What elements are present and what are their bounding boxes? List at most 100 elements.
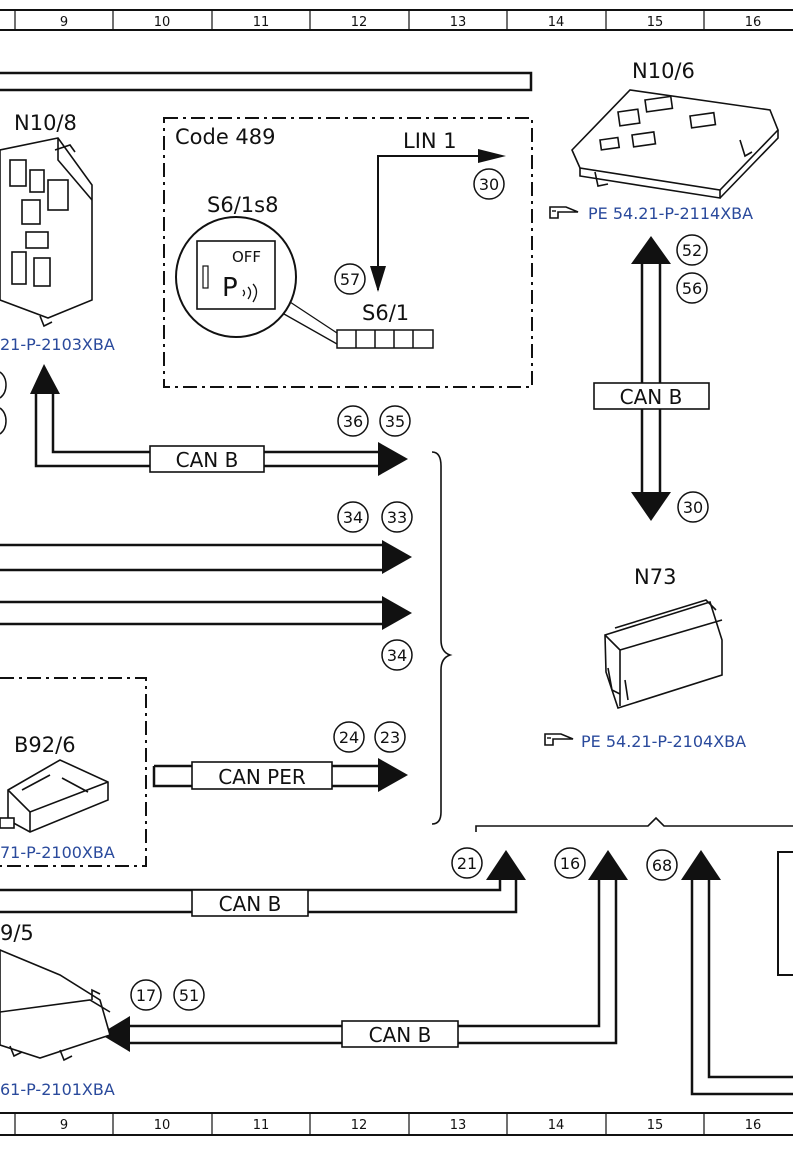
n10-6-illustration bbox=[571, 89, 779, 199]
svg-text:34: 34 bbox=[343, 508, 363, 527]
bottom-ruler-col-12: 12 bbox=[351, 1118, 368, 1133]
circled-21: 21 bbox=[451, 847, 483, 879]
circled-23: 23 bbox=[374, 721, 406, 753]
circled-30-lin: 30 bbox=[473, 168, 505, 200]
b92-6-illustration bbox=[0, 759, 109, 833]
can-b-bottom-label: CAN B bbox=[369, 1023, 432, 1047]
b92-6-label: B92/6 bbox=[14, 733, 76, 757]
top-bus-line bbox=[0, 71, 533, 92]
sound-waves-icon bbox=[242, 283, 258, 303]
circled-17: 17 bbox=[130, 979, 162, 1011]
bottom-ruler-col-11: 11 bbox=[253, 1118, 270, 1133]
circled-34-row3: 34 bbox=[381, 639, 413, 671]
s6-1-label: S6/1 bbox=[362, 301, 409, 325]
can-per-line: CAN PER bbox=[152, 758, 408, 792]
up-arrow-21: CAN B bbox=[0, 850, 526, 917]
bottom-ruler-col-15: 15 bbox=[647, 1118, 664, 1133]
svg-text:33: 33 bbox=[387, 508, 407, 527]
svg-text:24: 24 bbox=[339, 728, 359, 747]
circled-24: 24 bbox=[333, 721, 365, 753]
can-b-lower-label: CAN B bbox=[219, 892, 282, 916]
ruler-col-10: 10 bbox=[154, 15, 171, 30]
ruler-col-15: 15 bbox=[647, 15, 664, 30]
bottom-ruler-col-10: 10 bbox=[154, 1118, 171, 1133]
circled-36: 36 bbox=[337, 405, 369, 437]
left-arrowhead bbox=[100, 1016, 130, 1052]
b92-6-box: B92/6 71-P-2100XBA bbox=[0, 677, 147, 867]
bottom-left-label: 9/5 bbox=[0, 921, 34, 945]
n10-6-label: N10/6 bbox=[632, 59, 695, 83]
circled-57: 57 bbox=[334, 263, 366, 295]
s6-1-connector bbox=[336, 329, 434, 349]
can-b-vertical-label: CAN B bbox=[620, 385, 683, 409]
svg-text:30: 30 bbox=[683, 498, 703, 517]
n10-6-reference[interactable]: PE 54.21-P-2114XBA bbox=[588, 204, 753, 223]
n10-8-label: N10/8 bbox=[14, 111, 77, 135]
up-arrow-68 bbox=[681, 850, 793, 1096]
ruler-col-9: 9 bbox=[60, 15, 68, 30]
circled-30-n73: 30 bbox=[677, 491, 709, 523]
bottom-left-module: 9/5 61-P-2101XBA bbox=[0, 921, 115, 1099]
bottom-ruler-col-9: 9 bbox=[60, 1118, 68, 1133]
switch-off-text: OFF bbox=[232, 248, 261, 266]
can-b-bottom-box bbox=[341, 1020, 459, 1048]
svg-text:57: 57 bbox=[340, 270, 360, 289]
row-3-arrowhead bbox=[382, 596, 412, 630]
can-b-right-arrowhead bbox=[378, 442, 408, 476]
svg-text:35: 35 bbox=[385, 412, 405, 431]
n73-down-arrowhead bbox=[631, 492, 671, 521]
bottom-left-reference[interactable]: 61-P-2101XBA bbox=[0, 1080, 115, 1099]
lin-1-label: LIN 1 bbox=[403, 129, 457, 153]
n73-illustration bbox=[604, 599, 723, 710]
circled-68: 68 bbox=[646, 849, 678, 881]
n10-8-module: N10/8 21-P-2103XBA bbox=[0, 111, 115, 435]
svg-text:52: 52 bbox=[682, 241, 702, 260]
right-edge-component bbox=[777, 851, 793, 976]
svg-text:36: 36 bbox=[343, 412, 363, 431]
n10-8-up-arrowhead bbox=[30, 364, 60, 394]
can-b-n10-8-line: CAN B bbox=[30, 364, 408, 476]
circled-34-row2: 34 bbox=[337, 501, 369, 533]
n10-8-illustration bbox=[0, 137, 93, 328]
circled-51: 51 bbox=[173, 979, 205, 1011]
code-489-box: Code 489 LIN 1 30 57 S6/1 S6/1s8 OFF P bbox=[163, 117, 533, 388]
svg-text:23: 23 bbox=[380, 728, 400, 747]
bottom-ruler: 9 10 11 12 13 14 15 16 bbox=[0, 1112, 793, 1136]
svg-text:34: 34 bbox=[387, 646, 407, 665]
bottom-left-illustration bbox=[0, 949, 111, 1062]
circled-35: 35 bbox=[379, 405, 411, 437]
svg-text:68: 68 bbox=[652, 856, 672, 875]
code-489-label: Code 489 bbox=[175, 125, 276, 149]
n10-8-reference[interactable]: 21-P-2103XBA bbox=[0, 335, 115, 354]
ruler-col-14: 14 bbox=[548, 15, 565, 30]
bottom-ruler-col-13: 13 bbox=[450, 1118, 467, 1133]
circled-16: 16 bbox=[554, 847, 586, 879]
row-2-line bbox=[0, 540, 412, 574]
ruler-col-12: 12 bbox=[351, 15, 368, 30]
lin-in-arrowhead bbox=[370, 266, 386, 292]
circled-33: 33 bbox=[381, 501, 413, 533]
n10-8-partial-circle-top bbox=[0, 371, 7, 399]
up-arrow-16: CAN B bbox=[100, 850, 628, 1052]
can-b-vertical-box bbox=[593, 382, 710, 410]
pointing-hand-icon bbox=[544, 733, 574, 746]
bottom-ruler-col-16: 16 bbox=[745, 1118, 762, 1133]
row-3-line bbox=[0, 596, 412, 630]
svg-text:56: 56 bbox=[682, 279, 702, 298]
b92-6-reference[interactable]: 71-P-2100XBA bbox=[0, 843, 115, 862]
s6-1s8-label: S6/1s8 bbox=[207, 193, 278, 217]
svg-text:16: 16 bbox=[560, 854, 580, 873]
svg-text:30: 30 bbox=[479, 175, 499, 194]
row-2-arrowhead bbox=[382, 540, 412, 574]
horizontal-brace bbox=[475, 816, 793, 832]
top-ruler: 9 10 11 12 13 14 15 16 bbox=[0, 9, 793, 31]
can-b-n10-8-box bbox=[149, 445, 265, 473]
ruler-col-11: 11 bbox=[253, 15, 270, 30]
zoom-callout-lines bbox=[283, 301, 338, 345]
can-b-lower-box bbox=[191, 889, 309, 917]
svg-text:21: 21 bbox=[457, 854, 477, 873]
circled-52: 52 bbox=[676, 234, 708, 266]
n73-reference[interactable]: PE 54.21-P-2104XBA bbox=[581, 732, 746, 751]
